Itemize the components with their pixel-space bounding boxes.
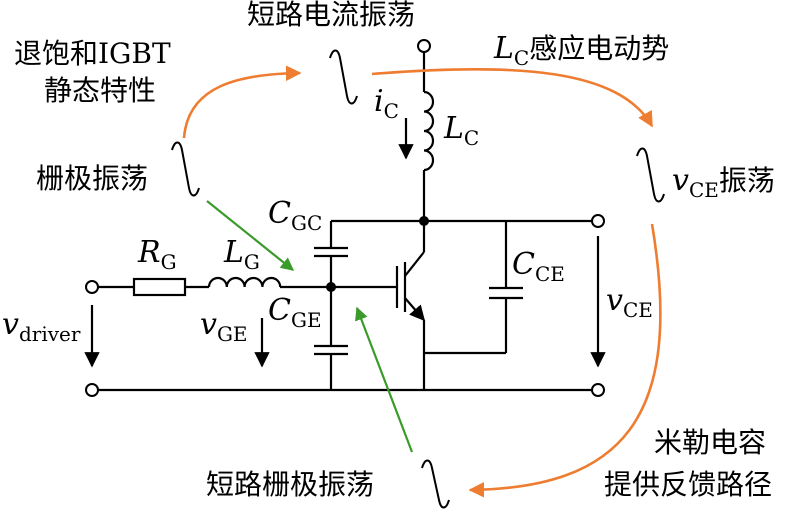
orange-arrow-vce-to-miller xyxy=(468,223,662,498)
label-vdriver: vdriver xyxy=(2,307,81,346)
label-short-circuit-current-osc: 短路电流振荡 xyxy=(247,0,415,31)
wave-icon-vce xyxy=(636,147,665,203)
resistor-rg xyxy=(132,277,187,297)
label-miller-line1: 米勒电容 xyxy=(654,426,766,459)
label-desat-igbt-line1: 退饱和IGBT xyxy=(14,37,171,70)
oscillation-glyphs xyxy=(171,49,665,509)
junction-dots xyxy=(326,216,429,292)
label-vce: vCE xyxy=(606,283,653,322)
capacitor-cce xyxy=(489,286,523,300)
component-labels: iC LC RG LG CGC CGE CCE vdriver vGE vCE xyxy=(2,84,653,346)
wave-icon-gate xyxy=(171,141,200,197)
label-miller-line2: 提供反馈路径 xyxy=(604,468,772,501)
measurement-arrows xyxy=(84,118,606,368)
label-lc: LC xyxy=(443,111,479,150)
orange-feedback-arrows xyxy=(182,65,662,498)
wires xyxy=(92,52,598,392)
green-arrow-gate-osc xyxy=(206,200,295,271)
capacitor-cgc xyxy=(314,246,348,258)
orange-arrow-current-to-lc xyxy=(371,67,654,128)
label-lg: LG xyxy=(223,235,260,274)
label-ic: iC xyxy=(374,84,399,123)
label-gate-osc: 栅极振荡 xyxy=(36,162,148,195)
label-short-gate-osc: 短路栅极振荡 xyxy=(206,468,374,501)
label-vce-osc: vCE振荡 xyxy=(672,163,775,202)
igbt-symbol xyxy=(395,251,426,322)
orange-arrow-gate-to-current xyxy=(182,65,302,139)
wave-icon-short-circuit-current xyxy=(329,49,358,105)
label-cgc: CGC xyxy=(268,196,322,235)
terminals xyxy=(85,39,605,397)
inductor-lc xyxy=(423,90,435,172)
wave-icon-short-gate xyxy=(421,459,450,509)
label-rg: RG xyxy=(137,235,177,274)
annotation-labels: 短路电流振荡 LC感应电动势 退饱和IGBT 静态特性 栅极振荡 vCE振荡 米… xyxy=(14,0,775,501)
label-cge: CGE xyxy=(268,293,322,332)
green-arrows xyxy=(206,200,414,453)
label-lc-induced-emf: LC感应电动势 xyxy=(493,31,669,70)
inductor-lg xyxy=(207,276,282,288)
label-cce: CCE xyxy=(512,247,565,286)
green-arrow-short-gate-osc xyxy=(355,306,414,453)
capacitor-cge xyxy=(314,344,348,356)
label-vge: vGE xyxy=(200,307,248,346)
label-desat-igbt-line2: 静态特性 xyxy=(44,74,156,107)
